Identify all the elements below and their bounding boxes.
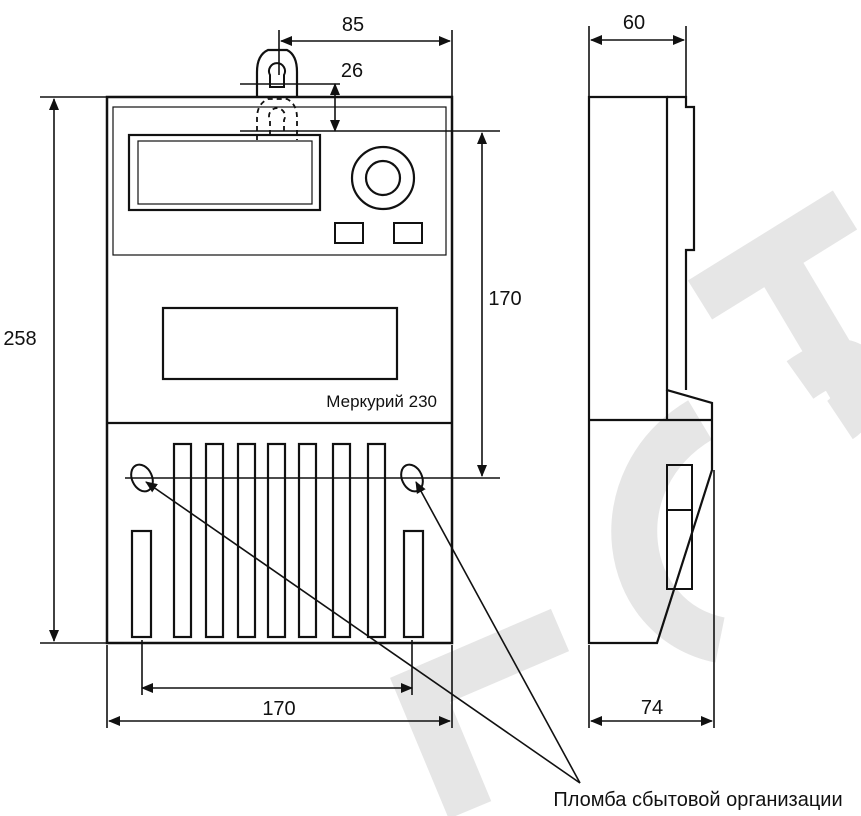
- lcd-display: [127, 133, 322, 212]
- control-button-right: [393, 222, 423, 244]
- dim-side-bottom-label: 74: [641, 697, 663, 719]
- nameplate-window: [161, 306, 399, 381]
- mounting-slot-left: [130, 529, 153, 639]
- terminal-slot: [297, 442, 318, 639]
- terminal-slot: [204, 442, 225, 639]
- dim-bottom-width-label: 170: [262, 698, 295, 720]
- keyhole: [268, 62, 286, 88]
- optical-port: [350, 145, 416, 211]
- terminal-slot: [331, 442, 352, 639]
- terminal-slot: [266, 442, 287, 639]
- front-view: [105, 48, 454, 645]
- dim-top-width-label: 85: [342, 14, 364, 36]
- hanging-bracket: [255, 48, 299, 97]
- terminal-slot: [236, 442, 257, 639]
- display-panel: [112, 106, 447, 256]
- dim-mount-offset-label: 26: [341, 60, 363, 82]
- mounting-slot-right: [402, 529, 425, 639]
- seal-leader-left: [145, 481, 581, 784]
- dim-inner-height-label: 170: [488, 288, 521, 310]
- watermark: [390, 190, 861, 816]
- side-display-tab: [667, 95, 696, 390]
- terminal-slot: [172, 442, 193, 639]
- dimension-lines: [40, 26, 715, 784]
- side-clip: [666, 464, 693, 590]
- lcd-display-inner: [137, 140, 313, 205]
- dim-side-top-label: 60: [623, 12, 645, 34]
- side-body-outline: [587, 95, 714, 645]
- seal-caption: Пломба сбытовой организации: [553, 789, 842, 811]
- seal-leader-right: [415, 481, 581, 784]
- terminal-slots: [172, 442, 387, 639]
- model-label: Меркурий 230: [326, 392, 437, 411]
- optical-port-inner: [364, 159, 402, 197]
- terminal-slot: [366, 442, 387, 639]
- bracket-alt-position: [256, 98, 298, 140]
- meter-body: [105, 95, 454, 645]
- control-button-left: [334, 222, 364, 244]
- dim-height-label: 258: [3, 328, 36, 350]
